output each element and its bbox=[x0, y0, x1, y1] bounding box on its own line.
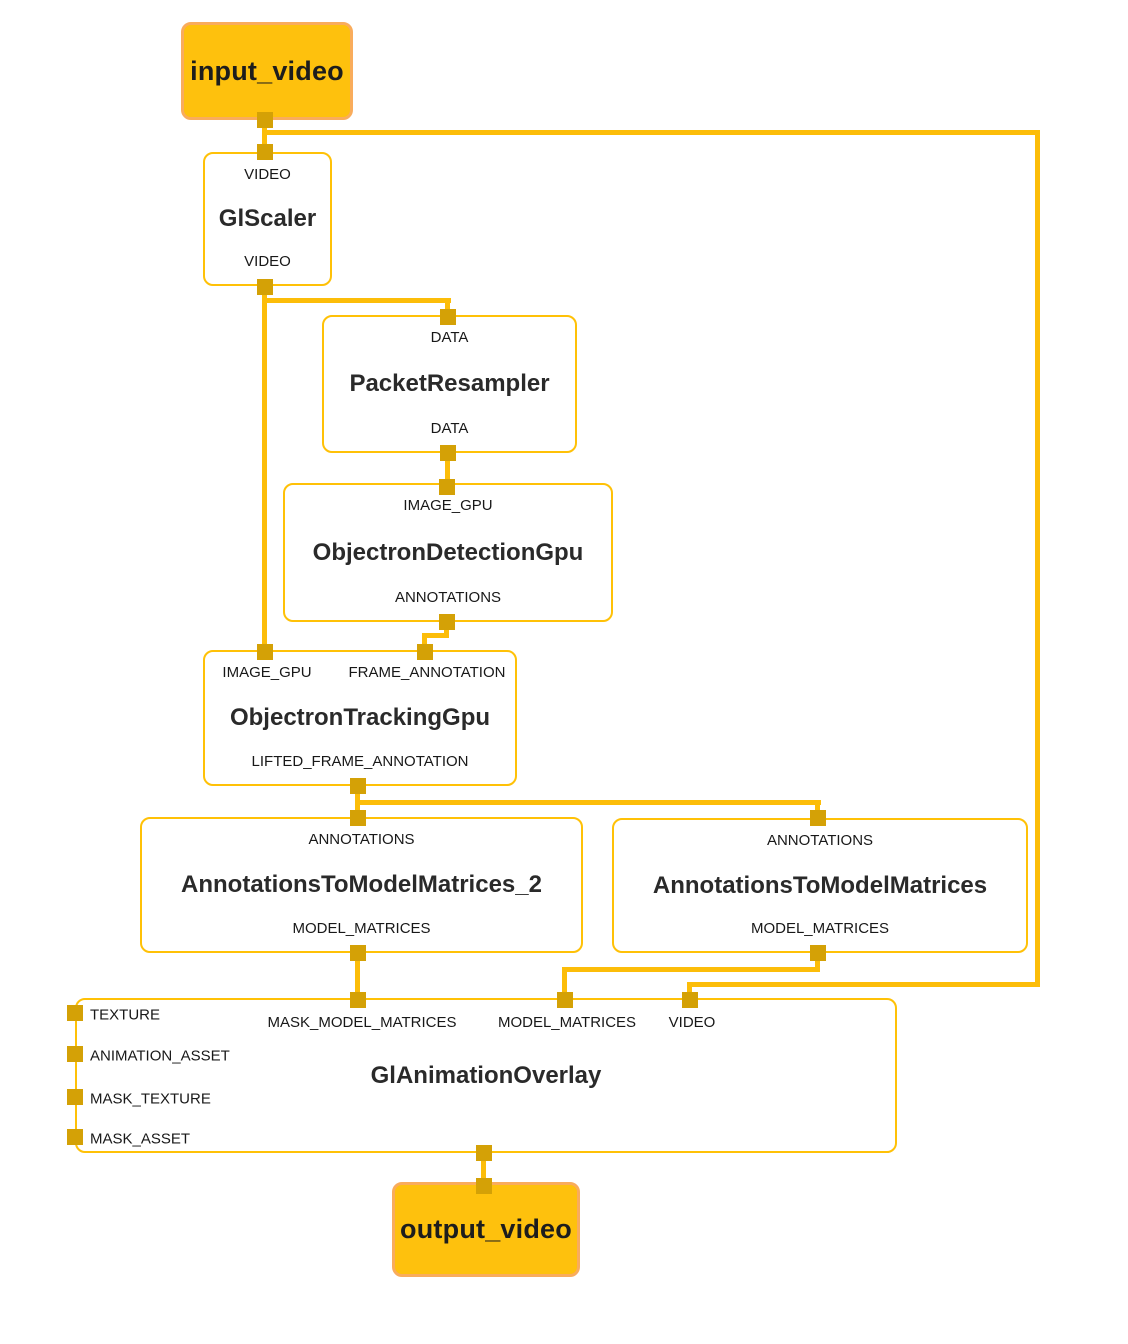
node-objectron-tracking-gpu[interactable]: IMAGE_GPU FRAME_ANNOTATION ObjectronTrac… bbox=[203, 650, 517, 786]
port-label-animation-asset-in: ANIMATION_ASSET bbox=[90, 1047, 230, 1065]
node-objectron-detection-gpu[interactable]: IMAGE_GPU ObjectronDetectionGpu ANNOTATI… bbox=[283, 483, 613, 622]
edge-glscaler-to-packetresampler-h bbox=[262, 298, 451, 303]
edge-input-video-to-overlay-video-h1 bbox=[262, 130, 1040, 135]
port-connector-packetresampler-data-in bbox=[440, 309, 456, 325]
edge-atm2-to-overlay bbox=[355, 953, 360, 1000]
node-title: GlAnimationOverlay bbox=[370, 1061, 602, 1089]
port-connector-detection-annotations-out bbox=[439, 614, 455, 630]
edge-atm-to-overlay-v1 bbox=[815, 953, 820, 972]
edge-input-video-to-overlay-video-h2 bbox=[687, 982, 1040, 987]
port-label-frame-annotation-in: FRAME_ANNOTATION bbox=[348, 664, 506, 681]
port-label-annotations-in: ANNOTATIONS bbox=[766, 832, 874, 849]
port-label-video-in: VIDEO bbox=[668, 1014, 716, 1031]
port-label-video-out: VIDEO bbox=[244, 253, 291, 270]
node-glscaler[interactable]: VIDEO GlScaler VIDEO bbox=[203, 152, 332, 286]
node-gl-animation-overlay[interactable]: MASK_MODEL_MATRICES MODEL_MATRICES VIDEO… bbox=[75, 998, 897, 1153]
edge-tracking-to-atm-v bbox=[815, 800, 820, 818]
node-annotations-to-model-matrices[interactable]: ANNOTATIONS AnnotationsToModelMatrices M… bbox=[612, 818, 1028, 953]
port-connector-glscaler-video-out bbox=[257, 279, 273, 295]
port-connector-tracking-image-gpu-in bbox=[257, 644, 273, 660]
port-connector-tracking-lifted-out bbox=[350, 778, 366, 794]
port-label-model-matrices-out: MODEL_MATRICES bbox=[292, 920, 431, 937]
node-title: AnnotationsToModelMatrices_2 bbox=[181, 871, 542, 898]
node-title: ObjectronTrackingGpu bbox=[229, 704, 491, 731]
port-label-texture-in: TEXTURE bbox=[90, 1006, 161, 1024]
port-label-mask-asset-in: MASK_ASSET bbox=[90, 1130, 191, 1148]
port-label-data-in: DATA bbox=[430, 329, 469, 346]
stream-title: input_video bbox=[190, 55, 344, 86]
node-annotations-to-model-matrices-2[interactable]: ANNOTATIONS AnnotationsToModelMatrices_2… bbox=[140, 817, 583, 953]
port-connector-atm-annotations-in bbox=[810, 810, 826, 826]
node-title: PacketResampler bbox=[349, 370, 550, 397]
port-connector-glscaler-video-in bbox=[257, 144, 273, 160]
edge-glscaler-to-tracking bbox=[262, 287, 267, 652]
port-connector-atm-model-matrices-out bbox=[810, 945, 826, 961]
edge-overlay-to-output-video bbox=[481, 1153, 486, 1186]
edge-input-video-to-overlay-video-v bbox=[1035, 130, 1040, 987]
port-connector-tracking-frame-annotation-in bbox=[417, 644, 433, 660]
node-packetresampler[interactable]: DATA PacketResampler DATA bbox=[322, 315, 577, 453]
port-label-mask-texture-in: MASK_TEXTURE bbox=[90, 1090, 211, 1108]
port-label-annotations-out: ANNOTATIONS bbox=[394, 589, 502, 606]
port-label-annotations-in: ANNOTATIONS bbox=[308, 831, 415, 848]
port-label-data-out: DATA bbox=[430, 420, 469, 437]
edge-atm-to-overlay-v2 bbox=[562, 967, 567, 1000]
port-label-mask-model-matrices-in: MASK_MODEL_MATRICES bbox=[267, 1014, 457, 1031]
edge-detection-to-tracking-v1 bbox=[444, 622, 449, 638]
node-title: GlScaler bbox=[218, 205, 317, 232]
edge-input-video-to-glscaler bbox=[262, 120, 267, 154]
port-label-video-in: VIDEO bbox=[244, 166, 291, 183]
port-label-lifted-frame-annotation-out: LIFTED_FRAME_ANNOTATION bbox=[251, 753, 469, 770]
port-connector-overlay-texture-in bbox=[67, 1005, 83, 1021]
port-connector-input-video-out bbox=[257, 112, 273, 128]
port-connector-output-video-in bbox=[476, 1178, 492, 1194]
port-connector-overlay-mask-asset-in bbox=[67, 1129, 83, 1145]
edge-detection-to-tracking-h bbox=[422, 633, 449, 638]
port-label-model-matrices-out: MODEL_MATRICES bbox=[750, 920, 890, 937]
node-input-video[interactable]: input_video bbox=[181, 22, 353, 120]
port-connector-overlay-mask-model-matrices-in bbox=[350, 992, 366, 1008]
edge-atm-to-overlay-h bbox=[562, 967, 820, 972]
port-connector-atm2-annotations-in bbox=[350, 810, 366, 826]
edge-packetresampler-to-detection bbox=[445, 453, 450, 487]
port-connector-overlay-animation-asset-in bbox=[67, 1046, 83, 1062]
node-title: AnnotationsToModelMatrices bbox=[652, 871, 988, 899]
port-connector-overlay-out bbox=[476, 1145, 492, 1161]
edge-detection-to-tracking-v2 bbox=[422, 633, 427, 652]
port-connector-overlay-model-matrices-in bbox=[557, 992, 573, 1008]
port-connector-detection-image-gpu-in bbox=[439, 479, 455, 495]
port-connector-overlay-video-in bbox=[682, 992, 698, 1008]
port-connector-packetresampler-data-out bbox=[440, 445, 456, 461]
port-label-model-matrices-in: MODEL_MATRICES bbox=[497, 1014, 637, 1031]
node-title: ObjectronDetectionGpu bbox=[312, 538, 584, 566]
edge-tracking-to-atm-h bbox=[355, 800, 821, 805]
port-label-image-gpu-in: IMAGE_GPU bbox=[222, 664, 312, 681]
node-output-video[interactable]: output_video bbox=[392, 1182, 580, 1277]
stream-title: output_video bbox=[400, 1214, 572, 1244]
port-label-image-gpu-in: IMAGE_GPU bbox=[403, 497, 493, 514]
port-connector-atm2-model-matrices-out bbox=[350, 945, 366, 961]
port-connector-overlay-mask-texture-in bbox=[67, 1089, 83, 1105]
edge-glscaler-to-packetresampler-v2 bbox=[445, 298, 450, 317]
